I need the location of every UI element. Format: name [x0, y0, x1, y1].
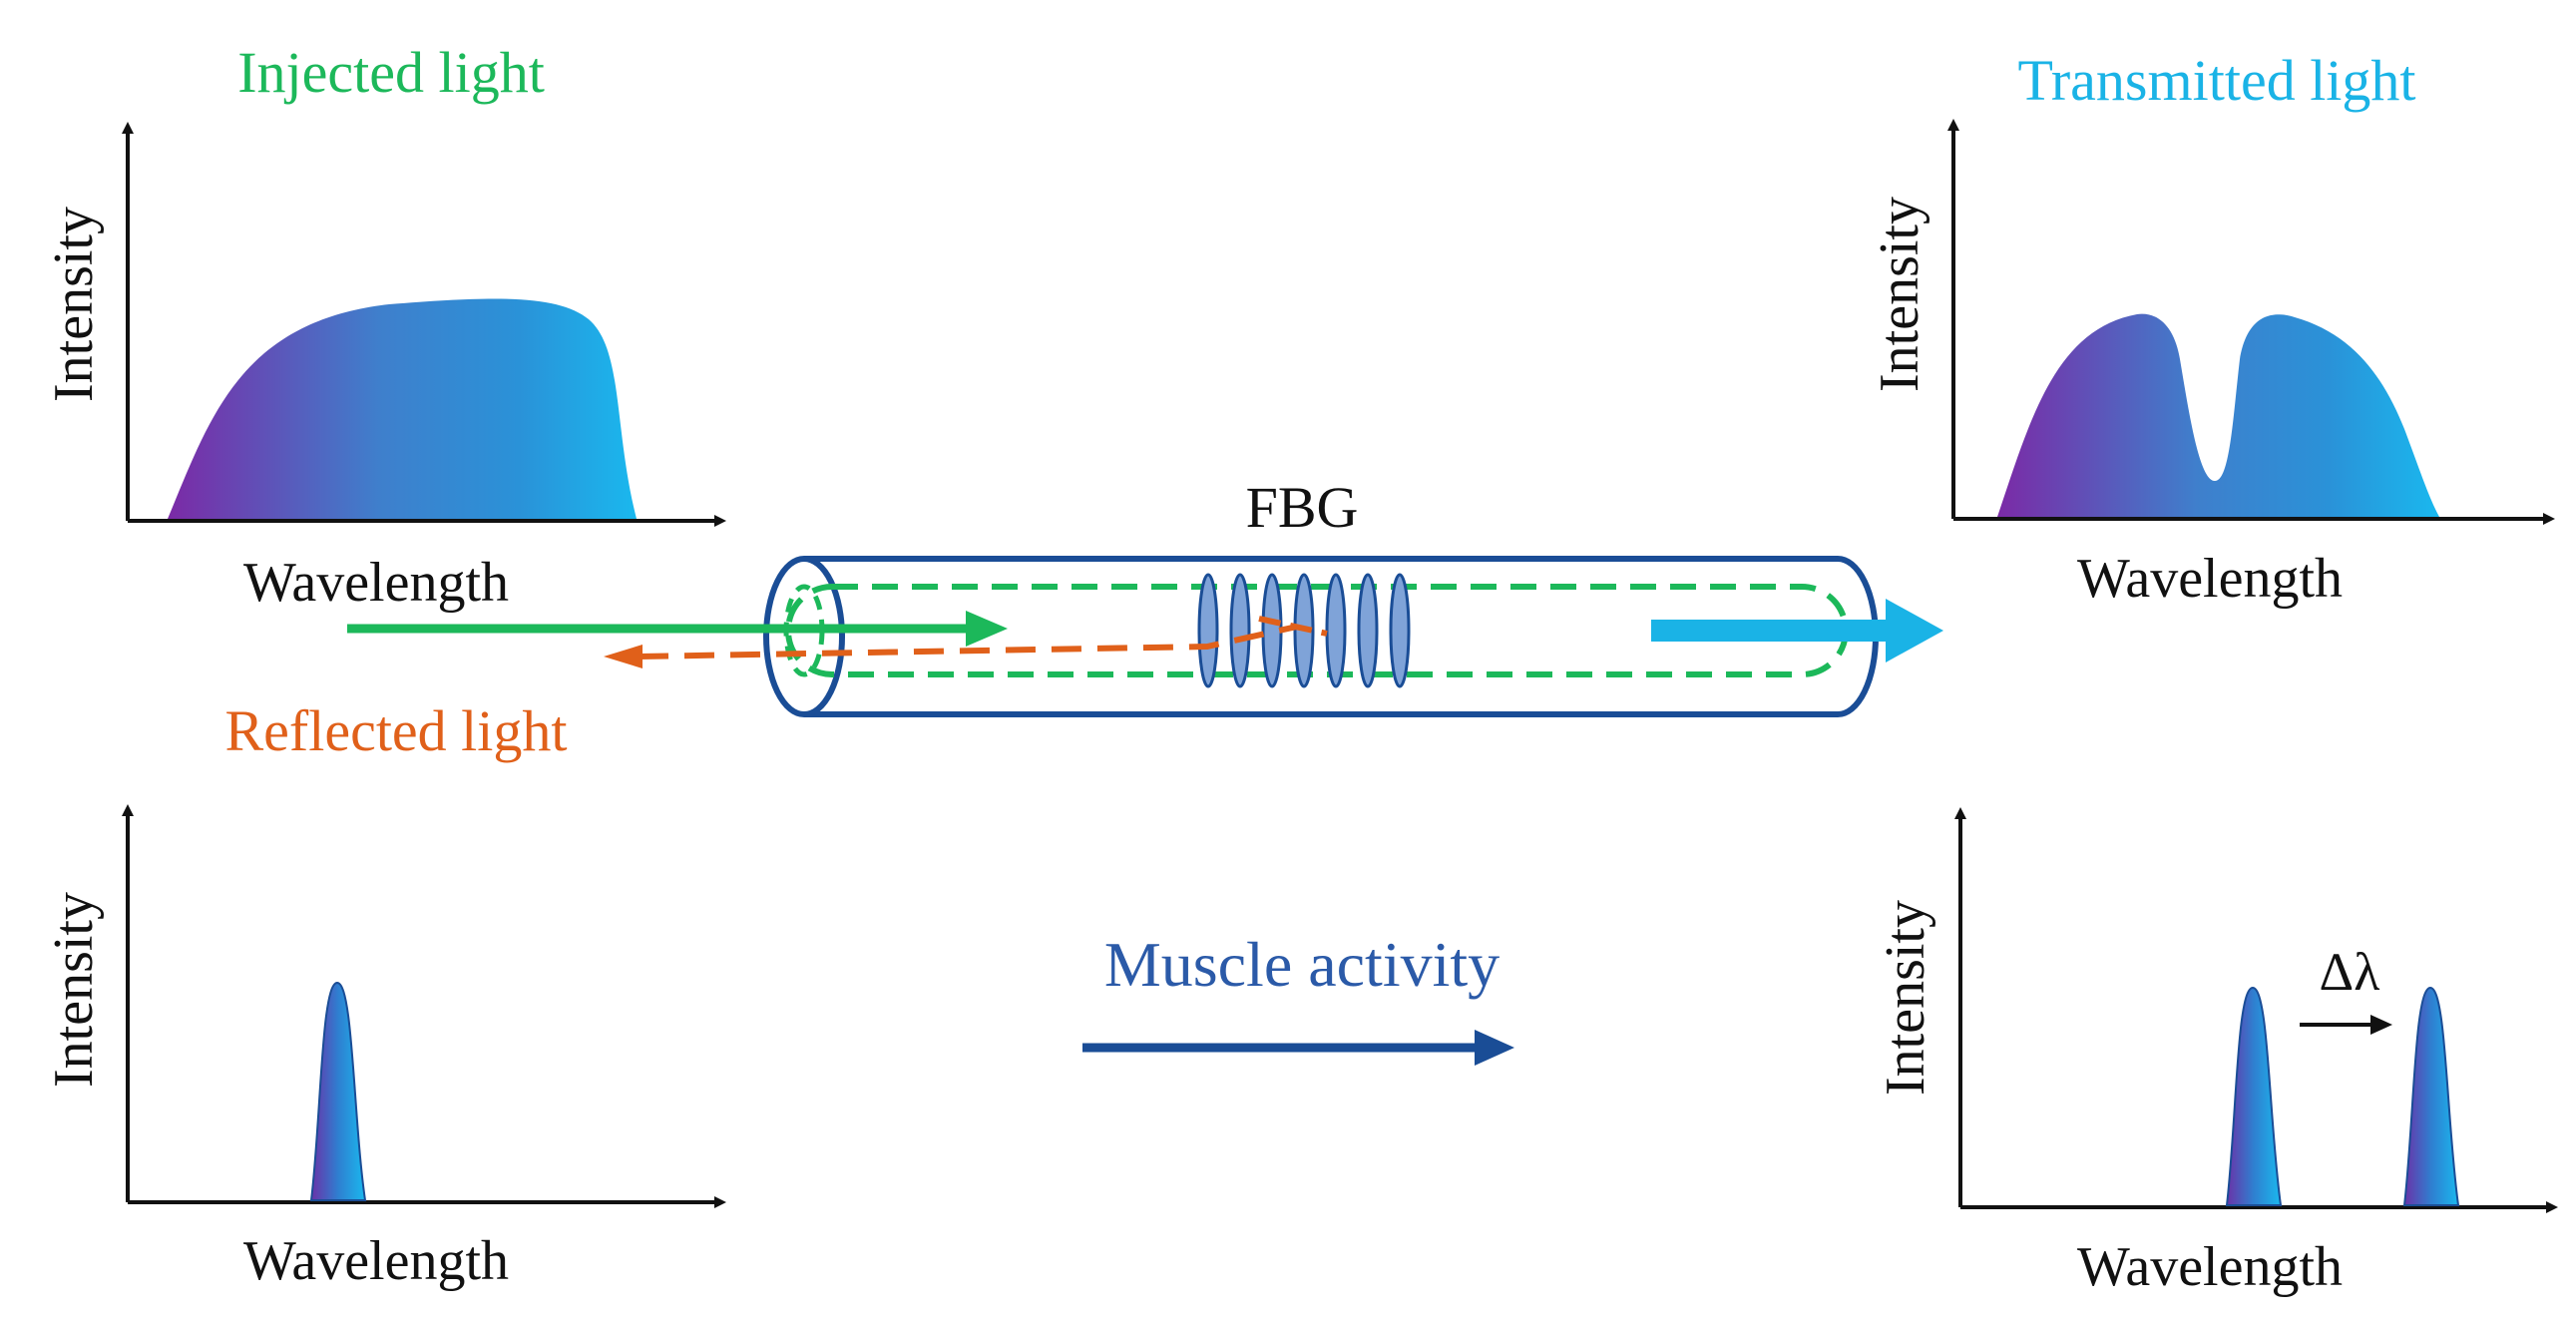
transmitted-wavelength-label: Wavelength: [2077, 548, 2343, 610]
muscle-activity-indicator: Muscle activity: [1082, 929, 1514, 1066]
delta-lambda-label: Δλ: [2320, 942, 2380, 1002]
fbg-fiber: FBG: [347, 475, 1943, 717]
reflected-wavelength-label: Wavelength: [243, 1230, 509, 1292]
reflected-grating-dash: [1258, 616, 1328, 637]
injected-light-title: Injected light: [237, 40, 545, 105]
grating-line: [1229, 573, 1251, 688]
shifted-peak: [2402, 986, 2460, 1206]
fbg-label: FBG: [1246, 475, 1359, 540]
reflected-arrow-head: [604, 645, 643, 668]
reflected-peak: [309, 981, 367, 1201]
muscle-activity-label: Muscle activity: [1104, 929, 1500, 1000]
grating-line: [1357, 573, 1379, 688]
transmitted-light-title: Transmitted light: [2017, 48, 2415, 113]
injected-arrow-head: [966, 611, 1008, 647]
shifted-spectrum-plot: Δλ Intensity Wavelength: [1875, 807, 2558, 1298]
injected-intensity-label: Intensity: [43, 207, 105, 402]
reflected-light-title: Reflected light: [224, 698, 567, 763]
muscle-arrow-head: [1475, 1030, 1514, 1066]
reflected-intensity-label: Intensity: [43, 892, 105, 1088]
shift-wavelength-label: Wavelength: [2077, 1236, 2343, 1298]
shift-intensity-label: Intensity: [1875, 900, 1936, 1096]
grating-line: [1389, 573, 1411, 688]
grating-line: [1261, 573, 1283, 688]
injected-spectrum-curve: [168, 298, 637, 519]
reflected-light-arrow: [638, 624, 1298, 660]
grating-line: [1197, 573, 1219, 688]
transmitted-spectrum-curve: [1997, 313, 2439, 517]
transmitted-arrow-head: [1886, 599, 1943, 662]
shift-arrow-head: [2370, 1015, 2392, 1035]
grating-line: [1325, 573, 1347, 688]
fiber-end-face: [763, 556, 845, 717]
transmitted-spectrum-plot: Transmitted light Intensity Wavelength: [1869, 48, 2555, 610]
reflected-spectrum-plot: Reflected light Intensity Wavelength: [43, 698, 726, 1292]
original-peak: [2225, 986, 2283, 1206]
injected-wavelength-label: Wavelength: [243, 552, 509, 614]
injected-spectrum-plot: Injected light Intensity Wavelength: [43, 40, 726, 614]
transmitted-intensity-label: Intensity: [1869, 197, 1931, 392]
